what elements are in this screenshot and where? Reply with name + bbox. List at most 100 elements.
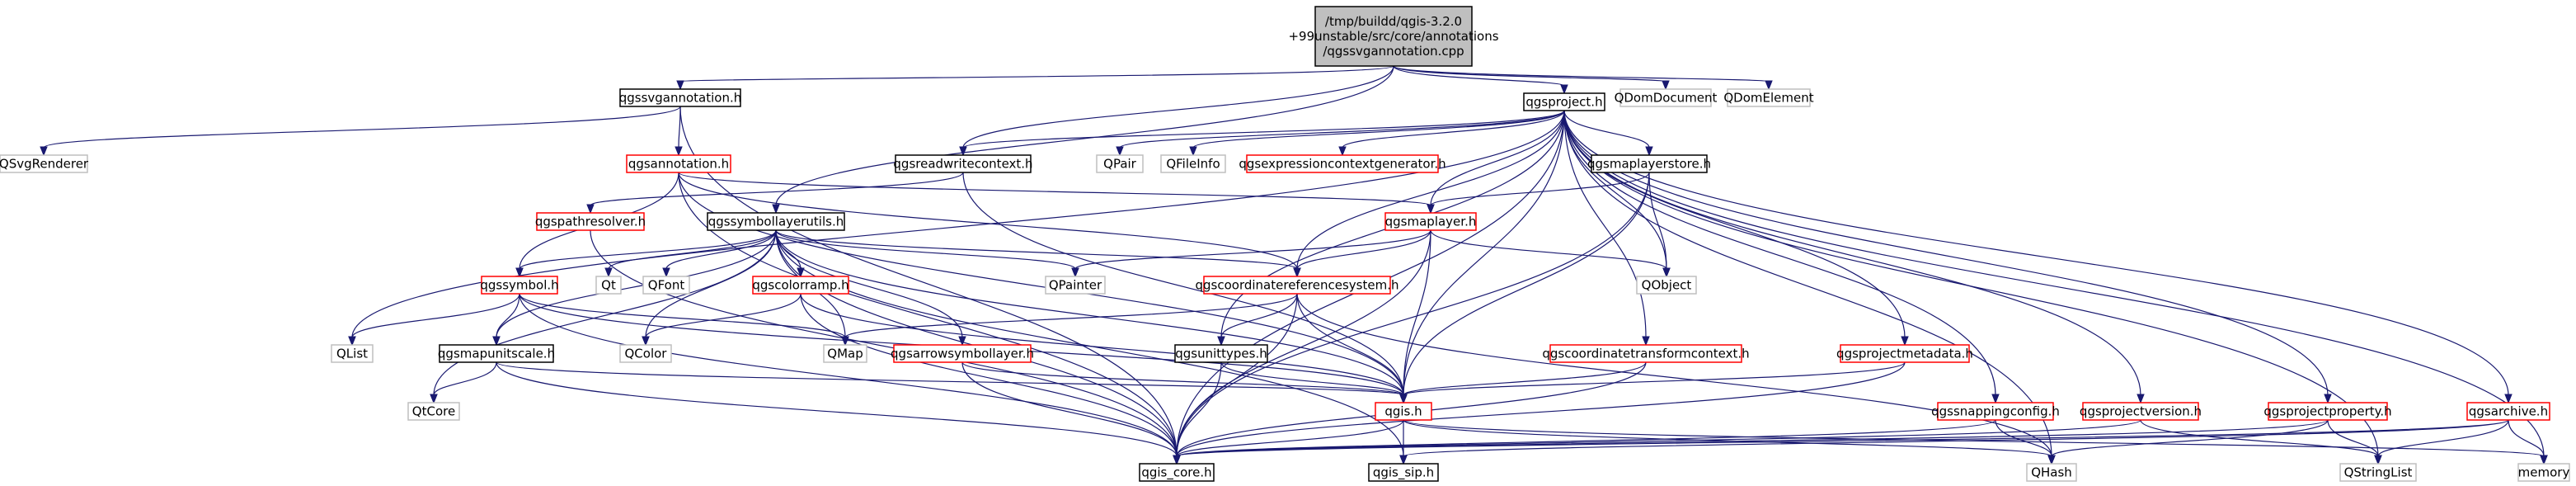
edge-qgscoordinatereferencesystem_h-to-QHash bbox=[1296, 293, 2056, 465]
node-qgsmapunitscale-h[interactable]: qgsmapunitscale.h bbox=[438, 344, 555, 363]
node-qgsannotation-h[interactable]: qgsannotation.h bbox=[626, 154, 731, 173]
edge-line bbox=[496, 361, 1404, 396]
edge-line bbox=[775, 229, 963, 338]
edge-qgsmaplayer_h-to-QPainter bbox=[1071, 229, 1431, 278]
edge-qgsunittypes_h-to-qgis_core_h bbox=[1173, 361, 1222, 465]
edge-arrowhead bbox=[1662, 267, 1671, 278]
node-label: QtCore bbox=[412, 404, 455, 419]
node-qgsmaplayerstore-h[interactable]: qgsmaplayerstore.h bbox=[1587, 154, 1711, 173]
node-Qt: Qt bbox=[595, 276, 622, 295]
edge-arrowhead bbox=[675, 146, 683, 157]
edge-arrowhead bbox=[1338, 146, 1347, 157]
edge-line bbox=[1393, 65, 1565, 87]
node-qgsprojectversion-h[interactable]: qgsprojectversion.h bbox=[2080, 402, 2202, 421]
edge-line bbox=[962, 110, 1565, 149]
edge-qgssymbol_h-to-QList bbox=[348, 293, 520, 347]
edge-arrowhead bbox=[1427, 204, 1435, 215]
node-qgssymbollayerutils-h[interactable]: qgssymbollayerutils.h bbox=[707, 212, 845, 231]
edge-line bbox=[1220, 293, 1298, 338]
node-box bbox=[2082, 402, 2199, 421]
node-qgssnappingconfig-h[interactable]: qgssnappingconfig.h bbox=[1931, 402, 2060, 421]
edge-qgscoordinatereferencesystem_h-to-qgsunittypes_h bbox=[1217, 293, 1298, 347]
edge-line bbox=[2377, 419, 2509, 457]
node-label: qgsprojectproperty.h bbox=[2263, 404, 2391, 419]
node-box bbox=[1160, 154, 1226, 173]
node-QPainter: QPainter bbox=[1045, 276, 1106, 295]
edge-line bbox=[1648, 172, 1667, 270]
edge-arrowhead bbox=[1293, 267, 1301, 278]
node-label: qgspathresolver.h bbox=[535, 215, 646, 229]
edge-line bbox=[961, 361, 1178, 457]
edge-line bbox=[433, 361, 497, 396]
node-qgis-h[interactable]: qgis.h bbox=[1375, 402, 1432, 421]
node-box bbox=[1549, 344, 1742, 363]
edge-root-to-QDomDocument bbox=[1393, 65, 1670, 91]
node-root[interactable]: /tmp/buildd/qgis-3.2.0+99unstable/src/co… bbox=[1288, 6, 1499, 67]
edge-line bbox=[1342, 110, 1565, 149]
edge-line bbox=[1995, 419, 2052, 457]
edge-arrowhead bbox=[1189, 146, 1197, 157]
edge-qgssvgannotation_h-to-QSvgRenderer bbox=[40, 106, 681, 157]
edge-qgsproject_h-to-QList bbox=[348, 110, 1565, 347]
edge-qgsproject_h-to-qgsprojectmetadata_h bbox=[1563, 110, 1909, 347]
edge-qgsmaplayer_h-to-QObject bbox=[1430, 229, 1671, 278]
node-label: /tmp/buildd/qgis-3.2.0 bbox=[1325, 14, 1462, 29]
edge-qgssymbollayerutils_h-to-qgscoordinatereferencesystem_h bbox=[775, 229, 1301, 278]
edge-line bbox=[1176, 361, 1222, 457]
edge-line bbox=[1563, 110, 1650, 149]
node-qgscolorramp-h[interactable]: qgscolorramp.h bbox=[752, 276, 849, 295]
node-box bbox=[2517, 463, 2570, 482]
node-box bbox=[407, 402, 460, 421]
edge-line bbox=[1393, 65, 1770, 83]
node-qgsexpressioncontextgenerator-h[interactable]: qgsexpressioncontextgenerator.h bbox=[1239, 154, 1446, 173]
node-qgssymbol-h[interactable]: qgssymbol.h bbox=[480, 276, 559, 295]
edge-line bbox=[1403, 361, 1906, 396]
edge-arrowhead bbox=[1217, 336, 1225, 347]
node-qgsarchive-h[interactable]: qgsarchive.h bbox=[2466, 402, 2550, 421]
node-box bbox=[1840, 344, 1970, 363]
node-qgscoordinatetransformcontext-h[interactable]: qgscoordinatetransformcontext.h bbox=[1542, 344, 1750, 363]
edge-line bbox=[608, 229, 777, 270]
node-qgsreadwritecontext-h[interactable]: qgsreadwritecontext.h bbox=[893, 154, 1033, 173]
node-box bbox=[626, 154, 731, 173]
edge-line bbox=[1403, 419, 2509, 457]
node-qgscoordinatereferencesystem-h[interactable]: qgscoordinatereferencesystem.h bbox=[1196, 276, 1399, 295]
node-qgsproject-h[interactable]: qgsproject.h bbox=[1523, 92, 1605, 111]
edge-arrowhead bbox=[797, 267, 805, 278]
edge-line bbox=[678, 172, 1431, 206]
node-qgis-core-h[interactable]: qgis_core.h bbox=[1139, 463, 1215, 482]
node-label: qgssymbollayerutils.h bbox=[708, 215, 844, 229]
edge-line bbox=[1176, 419, 2509, 457]
node-box bbox=[1636, 276, 1697, 295]
node-label: QDomDocument bbox=[1615, 91, 1718, 106]
edge-qgsmaplayerstore_h-to-QObject bbox=[1648, 172, 1671, 278]
edge-arrowhead bbox=[492, 336, 501, 347]
edge-line bbox=[962, 65, 1394, 149]
edge-line bbox=[1393, 65, 1666, 83]
node-qgsunittypes-h[interactable]: qgsunittypes.h bbox=[1174, 344, 1268, 363]
edge-line bbox=[519, 293, 1178, 457]
node-box bbox=[439, 344, 554, 363]
node-qgsprojectproperty-h[interactable]: qgsprojectproperty.h bbox=[2263, 402, 2392, 421]
node-qgsmaplayer-h[interactable]: qgsmaplayer.h bbox=[1384, 212, 1477, 231]
node-box bbox=[895, 154, 1032, 173]
node-box bbox=[1139, 463, 1215, 482]
edge-arrowhead bbox=[586, 204, 595, 215]
node-qgspathresolver-h[interactable]: qgspathresolver.h bbox=[535, 212, 646, 231]
node-label: qgsexpressioncontextgenerator.h bbox=[1239, 157, 1445, 172]
node-qgssvgannotation-h[interactable]: qgssvgannotation.h bbox=[619, 88, 742, 107]
edge-qgsproject_h-to-qgsmaplayer_h bbox=[1427, 110, 1565, 215]
edge-line bbox=[43, 106, 681, 149]
node-qgsarrowsymbollayer-h[interactable]: qgsarrowsymbollayer.h bbox=[891, 344, 1034, 363]
node-box bbox=[2466, 402, 2550, 421]
node-qgis-sip-h[interactable]: qgis_sip.h bbox=[1368, 463, 1439, 482]
node-box bbox=[1375, 402, 1432, 421]
edge-qgssymbol_h-to-qgsmapunitscale_h bbox=[492, 293, 520, 347]
edge-arrowhead bbox=[642, 336, 650, 347]
edge-line bbox=[775, 229, 1298, 270]
node-box bbox=[1384, 212, 1477, 231]
node-box bbox=[595, 276, 622, 295]
edge-arrowhead bbox=[1642, 336, 1650, 347]
node-label: qgis_core.h bbox=[1141, 465, 1211, 481]
node-qgsprojectmetadata-h[interactable]: qgsprojectmetadata.h bbox=[1836, 344, 1973, 363]
